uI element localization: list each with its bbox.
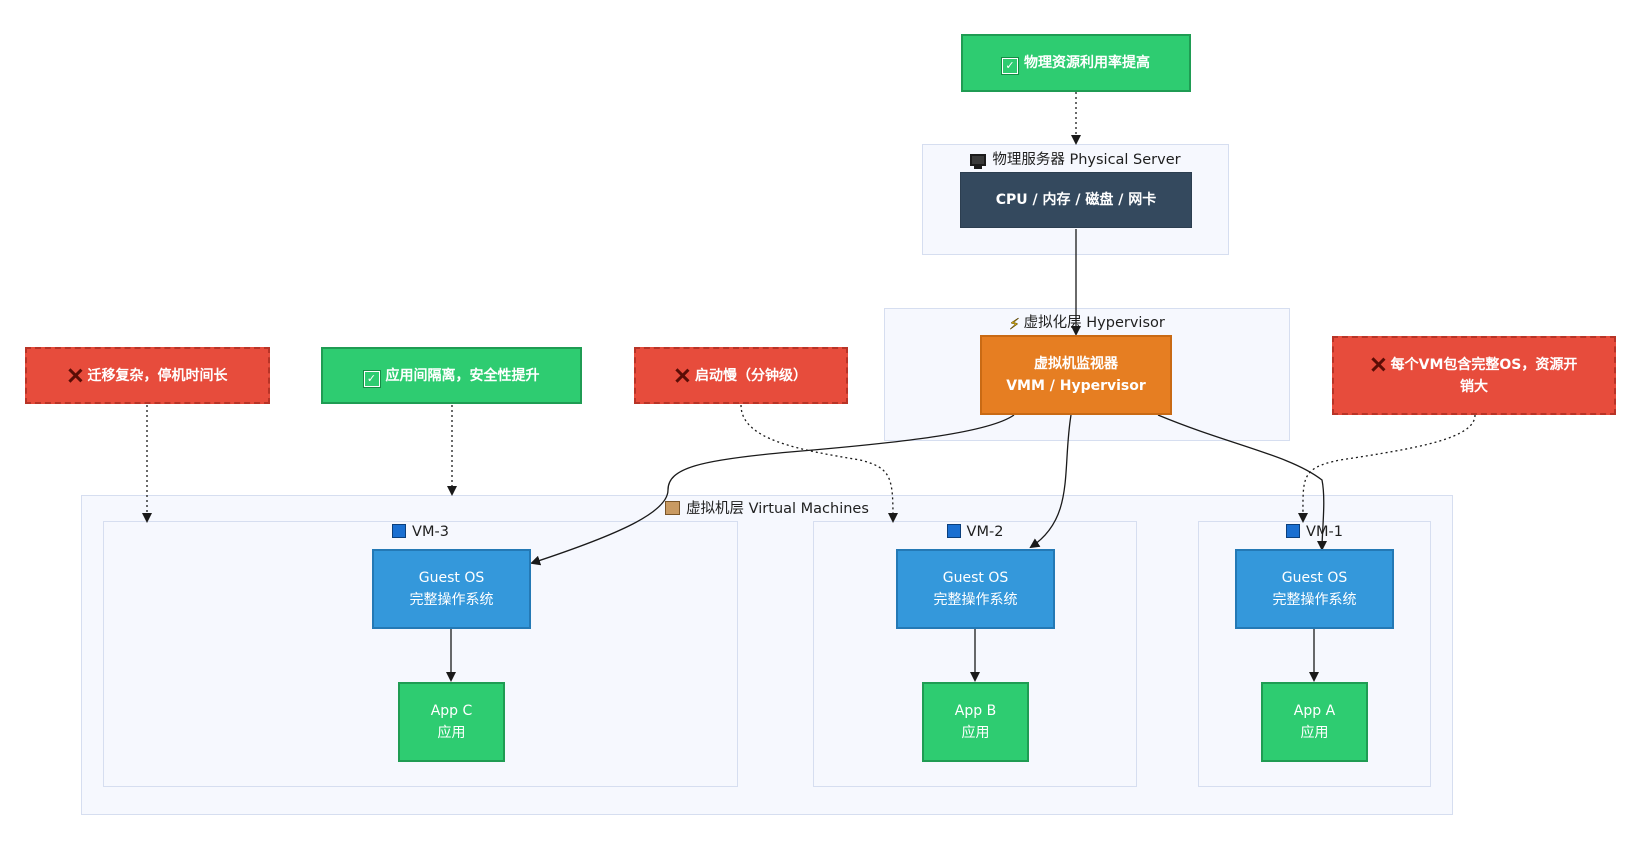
app-a-node: App A 应用 [1261,682,1368,762]
vm2-guest-os-line2: 完整操作系统 [933,592,1018,608]
vmm-label-line1: 虚拟机监视器 [1034,356,1118,372]
check-icon: ✓ [1001,57,1019,75]
blue-square-icon [392,524,407,538]
note-migration: 迁移复杂，停机时间长 [25,347,270,404]
note-utilization-text: 物理资源利用率提高 [1024,55,1150,71]
vm1-guest-os-node: Guest OS 完整操作系统 [1235,549,1394,629]
vm3-guest-os-line2: 完整操作系统 [409,592,494,608]
app-b-line1: App B [954,703,997,719]
app-b-line2: 应用 [961,725,990,741]
vm1-guest-os-line1: Guest OS [1281,570,1348,586]
note-isolation: ✓应用间隔离，安全性提升 [321,347,582,404]
app-c-line1: App C [430,703,473,719]
hardware-label: CPU / 内存 / 磁盘 / 网卡 [995,192,1157,208]
package-icon [665,501,681,515]
app-a-line1: App A [1293,703,1336,719]
group-vm3-label: VM-3 [412,524,449,540]
vm2-guest-os-node: Guest OS 完整操作系统 [896,549,1055,629]
note-boot-text: 启动慢（分钟级） [695,367,807,384]
note-migration-text: 迁移复杂，停机时间长 [87,367,228,384]
group-vm1-label: VM-1 [1306,524,1343,540]
vmm-node: 虚拟机监视器 VMM / Hypervisor [980,335,1172,415]
note-utilization: ✓ 物理资源利用率提高 [961,34,1191,92]
blue-square-icon [1286,524,1301,538]
vm1-guest-os-line2: 完整操作系统 [1272,592,1357,608]
vm3-guest-os-line1: Guest OS [418,570,485,586]
lightning-icon: ⚡ [1009,315,1020,334]
check-icon: ✓ [362,369,381,388]
app-c-line2: 应用 [437,725,466,741]
group-vm2-label: VM-2 [966,524,1004,540]
cross-icon [68,368,82,382]
group-hypervisor-label: 虚拟化层 Hypervisor [1023,315,1165,331]
vm2-guest-os-line1: Guest OS [942,570,1009,586]
vm3-guest-os-node: Guest OS 完整操作系统 [372,549,531,629]
vmm-label-line2: VMM / Hypervisor [1006,378,1146,394]
app-c-node: App C 应用 [398,682,505,762]
app-b-node: App B 应用 [922,682,1029,762]
monitor-icon [970,154,987,169]
app-a-line2: 应用 [1300,725,1329,741]
cross-icon [675,368,689,382]
note-isolation-text: 应用间隔离，安全性提升 [385,367,540,384]
group-virtual-machines-label: 虚拟机层 Virtual Machines [686,501,869,517]
group-physical-server-label: 物理服务器 Physical Server [992,152,1181,168]
blue-square-icon [946,524,961,538]
note-overhead: 每个VM包含完整OS，资源开 销大 [1332,336,1616,415]
note-overhead-line1: 每个VM包含完整OS，资源开 [1390,356,1578,373]
note-overhead-line2: 销大 [1460,378,1488,395]
cross-icon [1371,357,1385,371]
hardware-node: CPU / 内存 / 磁盘 / 网卡 [960,172,1192,228]
note-boot: 启动慢（分钟级） [634,347,848,404]
